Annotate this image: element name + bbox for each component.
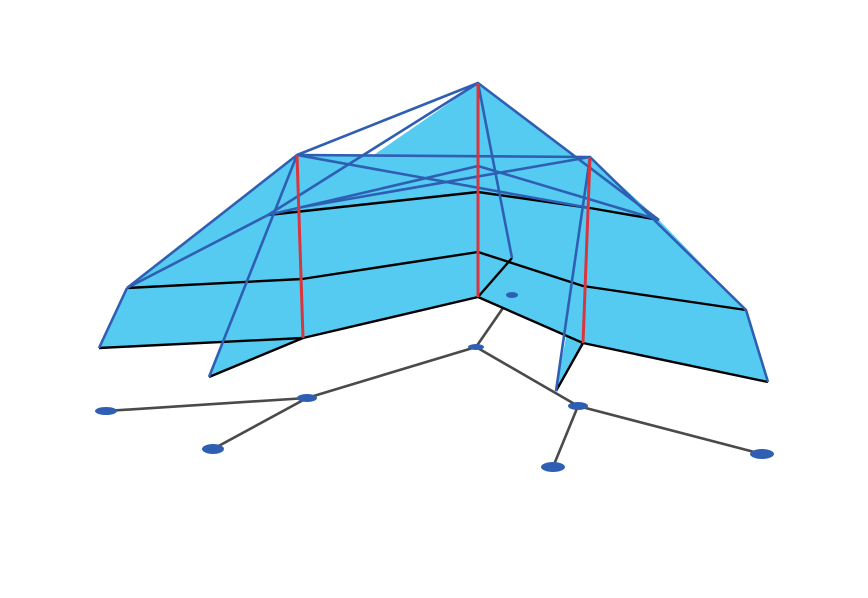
ground-anchor: [95, 407, 117, 415]
support-posts: [295, 83, 592, 344]
wall-panel-far-right-front: [556, 157, 590, 391]
frame-rod: [296, 155, 591, 210]
frame-rod: [476, 82, 514, 259]
ground-anchor: [202, 444, 224, 454]
panel-edge: [208, 336, 304, 379]
frame-rod: [207, 154, 299, 378]
ground-anchor: [750, 449, 774, 459]
cable-joint: [506, 292, 518, 298]
panel-edge: [554, 342, 585, 392]
cable-joint: [297, 394, 317, 402]
cable-joint: [468, 344, 484, 350]
cable: [306, 345, 477, 400]
wall-panel-left: [209, 155, 303, 377]
frame-rod: [126, 81, 660, 290]
cable: [105, 396, 308, 413]
ground-cables: [105, 294, 763, 468]
panel-edge: [477, 257, 513, 298]
cable: [551, 405, 580, 468]
cable: [577, 404, 763, 456]
ground-anchor: [541, 462, 565, 472]
cable: [475, 345, 579, 408]
ground-anchors: [95, 292, 774, 472]
support-post-right: [581, 156, 592, 344]
wall-panel-right: [583, 286, 768, 382]
cable: [212, 396, 308, 451]
frame-rod: [97, 287, 129, 349]
frame-rod: [296, 81, 479, 157]
frame-rod: [554, 156, 592, 392]
panel-edge: [267, 190, 660, 222]
cable-joint: [568, 402, 588, 410]
support-post-left: [295, 154, 305, 339]
